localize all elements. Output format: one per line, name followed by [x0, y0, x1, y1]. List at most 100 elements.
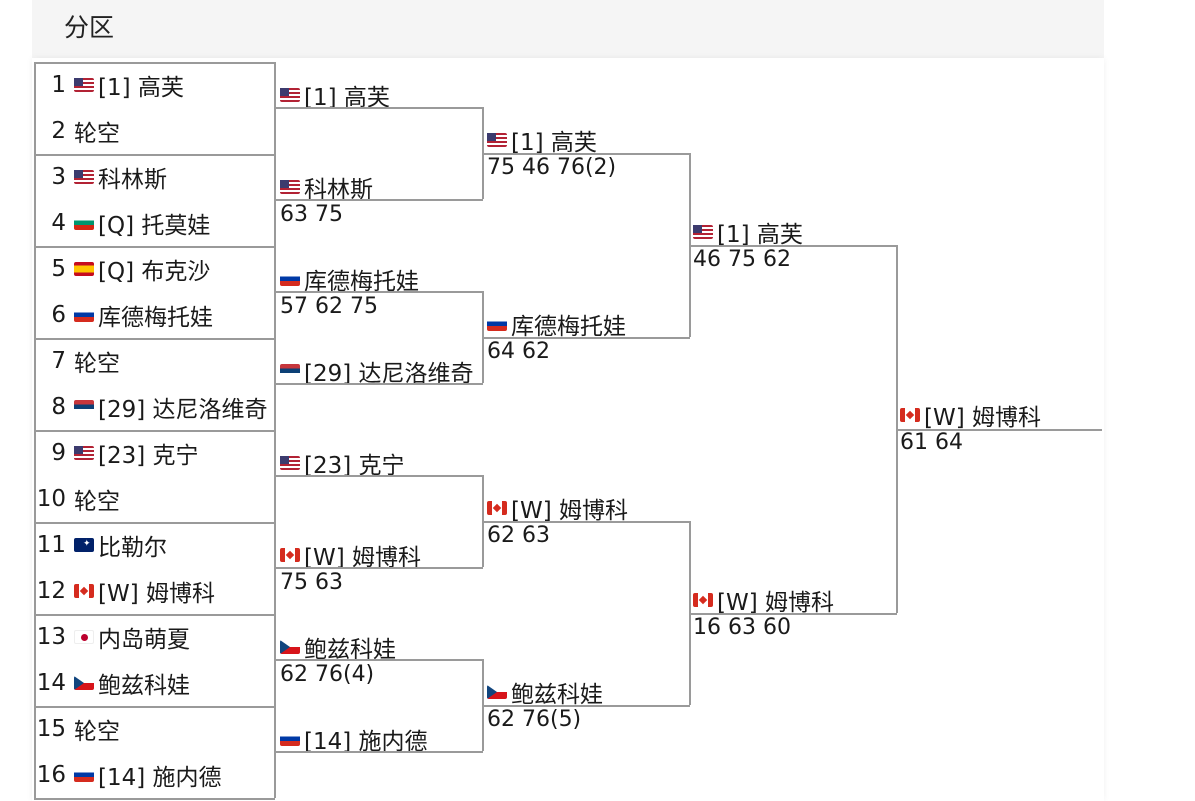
bracket-line	[274, 246, 276, 338]
player-name: [W] 姆博科	[511, 498, 628, 524]
cze-flag-icon	[280, 640, 300, 654]
player-name: 科林斯	[304, 177, 373, 203]
round1-entry[interactable]: 9[23] 克宁	[34, 430, 276, 476]
player-name: 内岛萌夏	[98, 627, 190, 653]
winner-entry[interactable]: [W] 姆博科	[900, 398, 1041, 432]
bracket-line	[34, 154, 275, 156]
player-name: [23] 克宁	[98, 443, 199, 469]
bracket-line	[483, 337, 690, 339]
bracket-line	[483, 705, 690, 707]
round2-entry[interactable]: [W] 姆博科	[280, 538, 421, 572]
bracket-line	[276, 475, 483, 477]
player-name: [1] 高芙	[717, 222, 803, 248]
player-name: [23] 克宁	[304, 453, 405, 479]
player-name: [1] 高芙	[98, 75, 184, 101]
player-name: 轮空	[74, 351, 120, 377]
bracket-line	[34, 522, 275, 524]
round1-entry[interactable]: 12 [W] 姆博科	[34, 568, 276, 614]
match-score: 75 46 76(2)	[487, 155, 617, 180]
round2-entry[interactable]: 库德梅托娃	[280, 262, 419, 296]
match-score: 46 75 62	[693, 247, 791, 272]
round1-entry[interactable]: 11比勒尔	[34, 522, 276, 568]
round1-entry[interactable]: 2 轮空	[34, 108, 276, 154]
can-flag-icon	[280, 548, 300, 562]
bracket-line	[34, 706, 36, 798]
usa-flag-icon	[280, 88, 300, 102]
bracket-line	[34, 798, 275, 800]
player-name: [W] 姆博科	[717, 590, 834, 616]
player-name: [29] 达尼洛维奇	[304, 361, 474, 387]
round1-entry[interactable]: 8[29] 达尼洛维奇	[34, 384, 276, 430]
entry-number: 16	[36, 762, 66, 788]
round4-entry[interactable]: [1] 高芙	[693, 215, 803, 249]
entry-number: 2	[51, 118, 66, 144]
bracket-line	[482, 291, 484, 383]
round1-entry[interactable]: 16[14] 施内德	[34, 752, 276, 798]
round1-entry[interactable]: 4 [Q] 托莫娃	[34, 200, 276, 246]
player-name: [W] 姆博科	[98, 581, 215, 607]
cze-flag-icon	[74, 676, 94, 690]
bracket-line	[483, 153, 690, 155]
bracket-line	[34, 614, 36, 706]
esp-flag-icon	[74, 262, 94, 276]
bracket-line	[34, 246, 275, 248]
round4-entry[interactable]: [W] 姆博科	[693, 583, 834, 617]
round1-entry[interactable]: 1[1] 高芙	[34, 62, 276, 108]
player-name: [Q] 托莫娃	[98, 213, 211, 239]
bracket-line	[34, 338, 275, 340]
bracket-line	[689, 521, 691, 705]
can-flag-icon	[900, 408, 920, 422]
can-flag-icon	[693, 593, 713, 607]
match-score: 63 75	[280, 202, 343, 227]
round2-entry[interactable]: [1] 高芙	[280, 78, 390, 112]
round1-entry[interactable]: 5[Q] 布克沙	[34, 246, 276, 292]
bracket-line	[34, 430, 275, 432]
rus-flag-icon	[280, 732, 300, 746]
match-score: 62 63	[487, 523, 550, 548]
bracket-line	[276, 291, 483, 293]
bracket-line	[276, 751, 483, 753]
bracket-line	[34, 614, 275, 616]
bracket-line	[274, 614, 276, 706]
entry-number: 14	[36, 670, 66, 696]
round2-entry[interactable]: [29] 达尼洛维奇	[280, 354, 474, 388]
match-score: 61 64	[900, 430, 963, 455]
srb-flag-icon	[280, 364, 300, 378]
round2-entry[interactable]: 鲍兹科娃	[280, 630, 396, 664]
round3-entry[interactable]: [W] 姆博科	[487, 491, 628, 525]
round2-entry[interactable]: 科林斯	[280, 170, 373, 204]
round2-entry[interactable]: [23] 克宁	[280, 446, 405, 480]
bracket-line	[274, 338, 276, 430]
rus-flag-icon	[487, 317, 507, 331]
bracket-line	[274, 62, 276, 154]
bracket-line	[274, 154, 276, 246]
bracket-line	[276, 383, 483, 385]
player-name: 科林斯	[98, 167, 167, 193]
section-header: 分区	[32, 0, 1104, 58]
bracket-line	[482, 475, 484, 567]
round2-entry[interactable]: [14] 施内德	[280, 722, 428, 756]
player-name: [W] 姆博科	[924, 405, 1041, 431]
entry-number: 4	[51, 210, 66, 236]
match-score: 75 63	[280, 570, 343, 595]
bracket-line	[276, 107, 483, 109]
usa-flag-icon	[280, 456, 300, 470]
player-name: [Q] 布克沙	[98, 259, 211, 285]
player-name: 库德梅托娃	[304, 269, 419, 295]
entry-number: 12	[36, 578, 66, 604]
player-name: 轮空	[74, 121, 120, 147]
player-name: [29] 达尼洛维奇	[98, 397, 268, 423]
round3-entry[interactable]: 库德梅托娃	[487, 307, 626, 341]
bracket-line	[482, 659, 484, 751]
rus-flag-icon	[280, 272, 300, 286]
round3-entry[interactable]: 鲍兹科娃	[487, 675, 603, 709]
bracket-line	[482, 107, 484, 199]
round3-entry[interactable]: [1] 高芙	[487, 123, 597, 157]
